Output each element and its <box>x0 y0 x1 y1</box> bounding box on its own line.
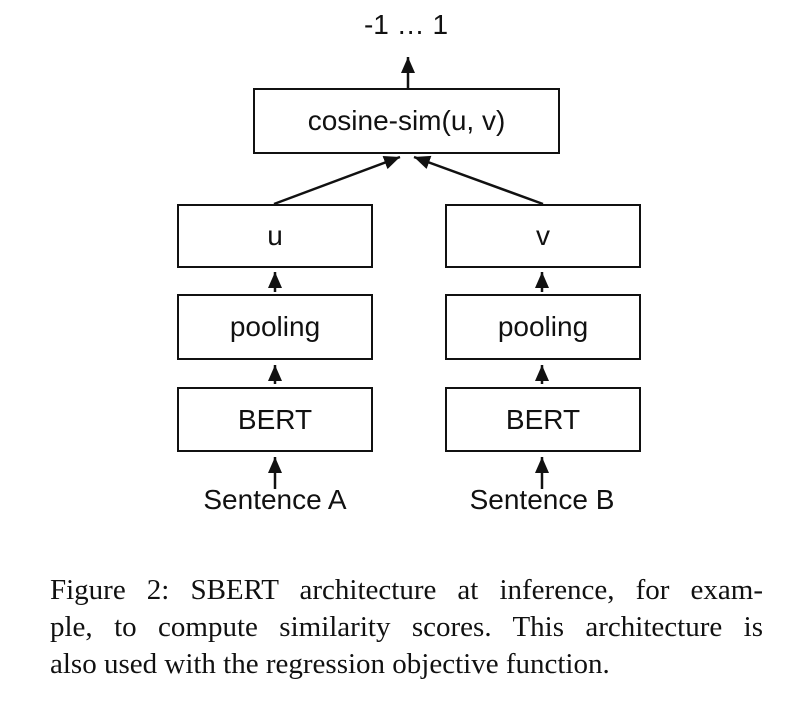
v-label: v <box>536 220 550 251</box>
cosine-sim-label: cosine-sim(u, v) <box>307 105 506 136</box>
caption-line-3: also used with the regression objective … <box>50 648 610 680</box>
bert-label-right: BERT <box>505 403 581 435</box>
arrow-v-to-cosine <box>413 155 544 206</box>
caption-line-1: Figure 2: SBERT architecture at inferenc… <box>50 574 763 606</box>
cosine-sim-box: cosine-sim(u, v) <box>253 88 560 154</box>
u-label: u <box>267 220 283 251</box>
u-embedding-box: u <box>177 204 373 268</box>
bert-label-left: BERT <box>237 403 313 435</box>
v-embedding-box: v <box>445 204 641 268</box>
pooling-box-right: pooling <box>445 294 641 360</box>
bert-box-left: BERT <box>177 387 373 452</box>
pooling-label-right: pooling <box>497 311 589 342</box>
caption-line-2: ple, to compute similarity scores. This … <box>50 611 763 643</box>
bert-box-right: BERT <box>445 387 641 452</box>
sentence-b-label: Sentence B <box>469 484 615 515</box>
arrow-u-to-cosine <box>273 155 401 206</box>
arrow-layer <box>268 57 549 489</box>
figure-caption: Figure 2: SBERT architecture at inferenc… <box>50 572 763 683</box>
pooling-box-left: pooling <box>177 294 373 360</box>
sentence-a-label: Sentence A <box>203 484 347 515</box>
output-range-label: -1 … 1 <box>363 9 449 40</box>
pooling-label-left: pooling <box>229 311 321 342</box>
